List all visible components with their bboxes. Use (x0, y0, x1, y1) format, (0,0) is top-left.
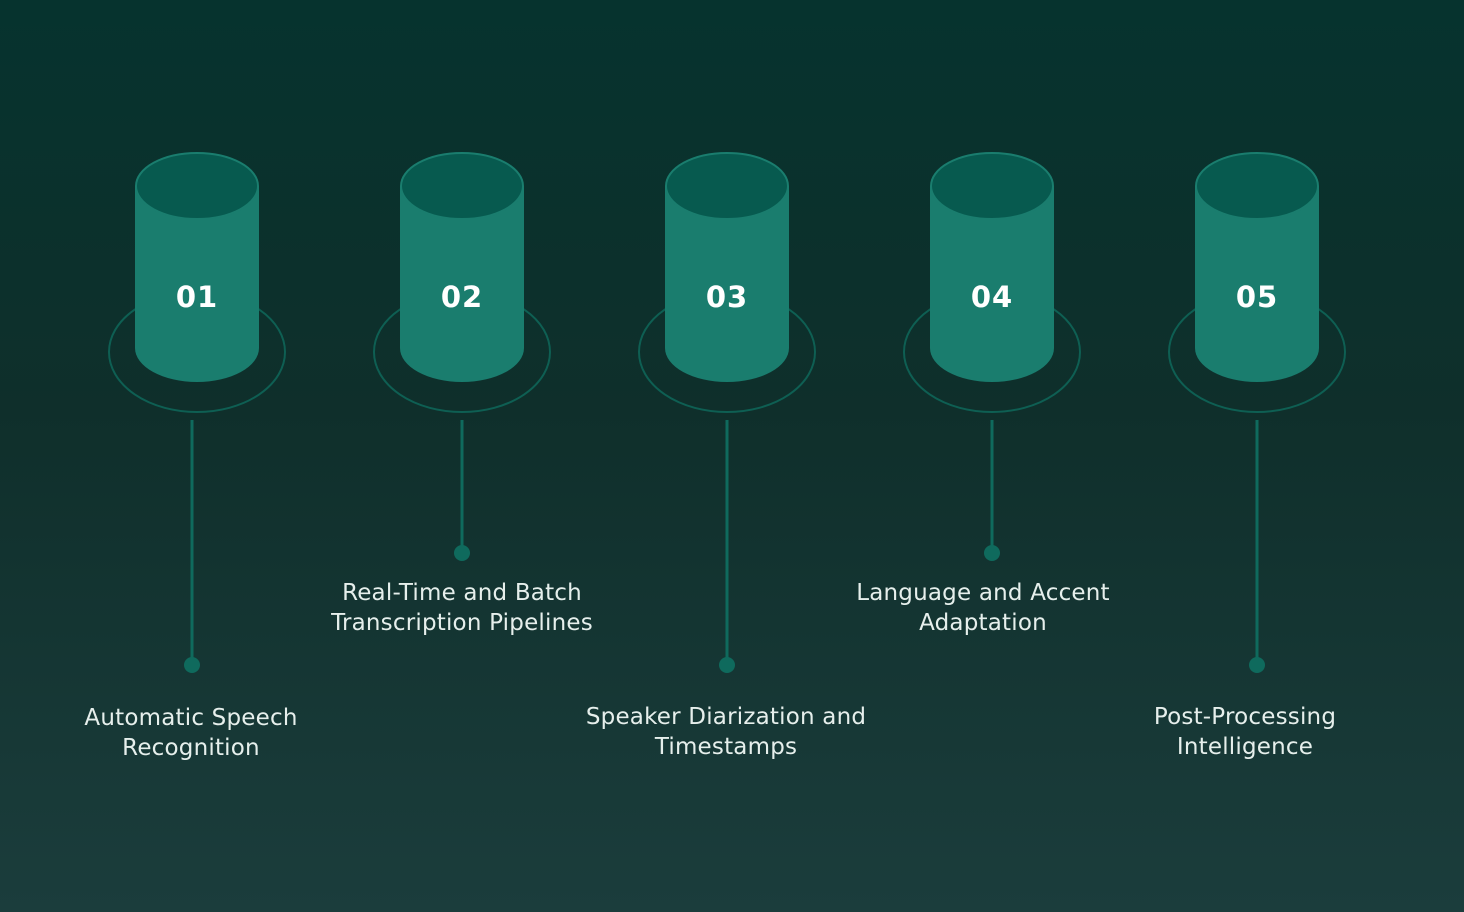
cylinder-body (1195, 186, 1319, 382)
label-line-1: Language and Accent (856, 580, 1110, 606)
cylinder-body (930, 186, 1054, 382)
label-line-2: Adaptation (919, 610, 1047, 636)
cylinder-body (135, 186, 259, 382)
step-04-label: Language and Accent Adaptation (823, 578, 1143, 638)
step-02-label: Real-Time and Batch Transcription Pipeli… (302, 578, 622, 638)
label-line-1: Automatic Speech (84, 705, 298, 731)
label-line-2: Intelligence (1176, 734, 1314, 760)
step-05-graphic (1168, 152, 1346, 673)
connector-dot (184, 657, 200, 673)
connector-dot (719, 657, 735, 673)
step-04-graphic (903, 152, 1081, 561)
step-03-graphic (638, 152, 816, 673)
cylinder-top (930, 152, 1054, 220)
step-05-label: Post-Processing Intelligence (1085, 702, 1405, 762)
step-02-graphic (373, 152, 551, 561)
label-line-1: Real-Time and Batch (342, 580, 582, 606)
label-line-2: Recognition (122, 735, 260, 761)
label-line-1: Post-Processing (1153, 704, 1337, 730)
label-line-1: Speaker Diarization and (585, 704, 867, 730)
step-01-graphic (108, 152, 286, 673)
step-01-number: 01 (175, 280, 219, 314)
connector-dot (984, 545, 1000, 561)
label-line-2: Timestamps (654, 734, 798, 760)
cylinder-top (400, 152, 524, 220)
step-05-number: 05 (1235, 280, 1279, 314)
connector-dot (1249, 657, 1265, 673)
step-04-number: 04 (970, 280, 1014, 314)
step-03-label: Speaker Diarization and Timestamps (566, 702, 886, 762)
cylinder-body (400, 186, 524, 382)
connector-dot (454, 545, 470, 561)
step-02-number: 02 (440, 280, 484, 314)
step-03-number: 03 (705, 280, 749, 314)
cylinder-top (665, 152, 789, 220)
cylinder-top (135, 152, 259, 220)
step-01-label: Automatic Speech Recognition (31, 703, 351, 763)
cylinder-body (665, 186, 789, 382)
cylinder-top (1195, 152, 1319, 220)
label-line-2: Transcription Pipelines (331, 610, 593, 636)
